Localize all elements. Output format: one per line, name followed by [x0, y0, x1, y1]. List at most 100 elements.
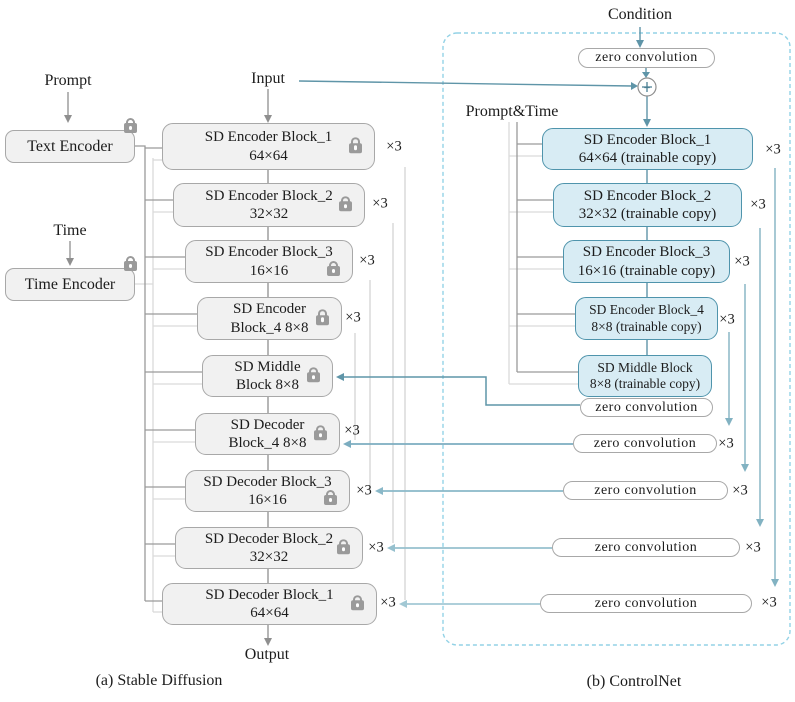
skip-connection-lines — [354, 167, 406, 600]
lock-icon — [349, 137, 362, 153]
block-subtitle: 64×64 — [249, 147, 288, 164]
lock-icon — [124, 255, 137, 271]
zero-convolution-4: zero convolution — [573, 434, 717, 453]
block-title: SD Decoder — [230, 416, 305, 433]
controlnet-encoder-block-1: SD Encoder Block_1 64×64 (trainable copy… — [542, 128, 753, 170]
io-arrowheads — [64, 115, 272, 646]
block-subtitle: 16×16 — [249, 262, 289, 279]
block-title: SD Middle — [234, 358, 301, 375]
zeroconv-to-decoder-arrowheads — [343, 440, 407, 608]
prompt-time-bus-light — [508, 122, 578, 385]
sd-encoder-block-3: SD Encoder Block_3 16×16 — [185, 240, 353, 283]
lock-icon — [314, 424, 327, 441]
block-title: SD Encoder Block_4 — [589, 302, 704, 318]
controlnet-middle-block: SD Middle Block 8×8 (trainable copy) — [578, 355, 712, 397]
zeroconv-to-decoder-lines — [348, 443, 573, 605]
output-label: Output — [244, 646, 290, 663]
lock-icon — [351, 594, 364, 611]
sd-middle-block: SD Middle Block 8×8 — [202, 355, 333, 397]
block-title: SD Decoder Block_2 — [204, 530, 334, 547]
block-subtitle: 16×16 (trainable copy) — [577, 262, 716, 279]
sd-decoder-block-3: SD Decoder Block_3 16×16 — [185, 470, 350, 512]
times-label: ×3 — [380, 594, 396, 611]
controlnet-encoder-block-3: SD Encoder Block_3 16×16 (trainable copy… — [563, 240, 730, 283]
block-title: SD Encoder Block_2 — [205, 187, 333, 204]
block-subtitle: 32×32 (trainable copy) — [578, 206, 717, 222]
times-label: ×3 — [765, 141, 781, 158]
zeroconv-to-middle-arrowhead — [336, 373, 344, 381]
time-label: Time — [53, 222, 87, 239]
zero-convolution-top: zero convolution — [578, 48, 715, 68]
zero-convolution-label: zero convolution — [595, 399, 698, 415]
zero-convolution-2: zero convolution — [552, 538, 740, 557]
sd-encoder-block-1: SD Encoder Block_1 64×64 — [162, 123, 375, 170]
plus-label: + — [644, 81, 651, 95]
lock-icon — [124, 117, 137, 133]
times-label: ×3 — [344, 422, 360, 439]
lock-icon — [316, 309, 329, 325]
block-title: SD Encoder — [233, 301, 306, 318]
block-title: SD Decoder Block_3 — [203, 473, 332, 490]
times-label: ×3 — [359, 252, 375, 269]
block-title: SD Encoder Block_2 — [583, 187, 712, 204]
block-title: SD Encoder Block_3 — [582, 244, 711, 261]
block-subtitle: Block_4 8×8 — [228, 435, 307, 451]
times-label: ×3 — [368, 539, 384, 556]
times-label: ×3 — [372, 195, 388, 212]
block-subtitle: 16×16 — [248, 492, 287, 508]
times-label: ×3 — [719, 311, 735, 328]
add-icon — [637, 77, 657, 97]
sd-decoder-block-4: SD Decoder Block_4 8×8 — [195, 413, 340, 455]
times-label: ×3 — [356, 482, 372, 499]
block-subtitle: 32×32 — [249, 206, 289, 222]
lock-icon — [339, 195, 352, 212]
zero-convolution-3: zero convolution — [563, 481, 728, 500]
block-subtitle: Block_4 8×8 — [230, 319, 309, 336]
prompt-time-label: Prompt&Time — [465, 103, 559, 120]
times-label: ×3 — [761, 594, 777, 611]
condition-label: Condition — [607, 6, 673, 23]
text-encoder-bus — [135, 145, 202, 602]
block-subtitle: 8×8 (trainable copy) — [591, 318, 702, 334]
block-subtitle: 64×64 (trainable copy) — [578, 150, 717, 166]
encoder-to-zeroconv-arrowheads — [725, 418, 779, 587]
zero-convolution-label: zero convolution — [594, 482, 697, 498]
zero-convolution-label: zero convolution — [595, 50, 698, 65]
block-title: SD Encoder Block_1 — [204, 129, 333, 146]
controlnet-dashed-frame — [442, 32, 791, 646]
lock-icon — [337, 538, 350, 555]
times-label: ×3 — [718, 435, 734, 452]
zero-convolution-label: zero convolution — [593, 435, 697, 451]
time-encoder-label: Time Encoder — [24, 275, 116, 293]
times-label: ×3 — [750, 196, 766, 213]
times-label: ×3 — [345, 309, 361, 326]
time-encoder-bus — [135, 158, 202, 613]
controlnet-encoder-block-2: SD Encoder Block_2 32×32 (trainable copy… — [553, 183, 742, 227]
block-subtitle: Block 8×8 — [235, 377, 300, 393]
block-title: SD Decoder Block_1 — [205, 586, 334, 603]
zero-convolution-middle: zero convolution — [580, 398, 713, 417]
block-subtitle: 32×32 — [249, 549, 289, 565]
zero-convolution-label: zero convolution — [594, 539, 698, 555]
times-label: ×3 — [734, 253, 750, 270]
text-encoder-label: Text Encoder — [27, 137, 113, 155]
sd-encoder-block-2: SD Encoder Block_2 32×32 — [173, 183, 365, 227]
block-title: SD Middle Block — [597, 359, 693, 375]
block-title: SD Encoder Block_3 — [205, 244, 333, 261]
caption-controlnet: (b) ControlNet — [586, 673, 682, 690]
times-label: ×3 — [386, 138, 402, 155]
condition-chain-arrowheads — [631, 40, 651, 127]
lock-icon — [324, 489, 337, 505]
block-subtitle: 8×8 (trainable copy) — [589, 376, 701, 391]
prompt-time-bus-dark — [516, 122, 578, 373]
block-subtitle: 64×64 — [250, 605, 289, 621]
sd-encoder-block-4: SD Encoder Block_4 8×8 — [197, 297, 342, 340]
sd-decoder-block-2: SD Decoder Block_2 32×32 — [175, 527, 363, 569]
zero-convolution-label: zero convolution — [594, 595, 698, 611]
times-label: ×3 — [732, 482, 748, 499]
controlnet-encoder-block-4: SD Encoder Block_4 8×8 (trainable copy) — [575, 297, 718, 340]
times-label: ×3 — [745, 539, 761, 556]
prompt-label: Prompt — [44, 72, 92, 89]
io-arrows — [67, 89, 269, 639]
